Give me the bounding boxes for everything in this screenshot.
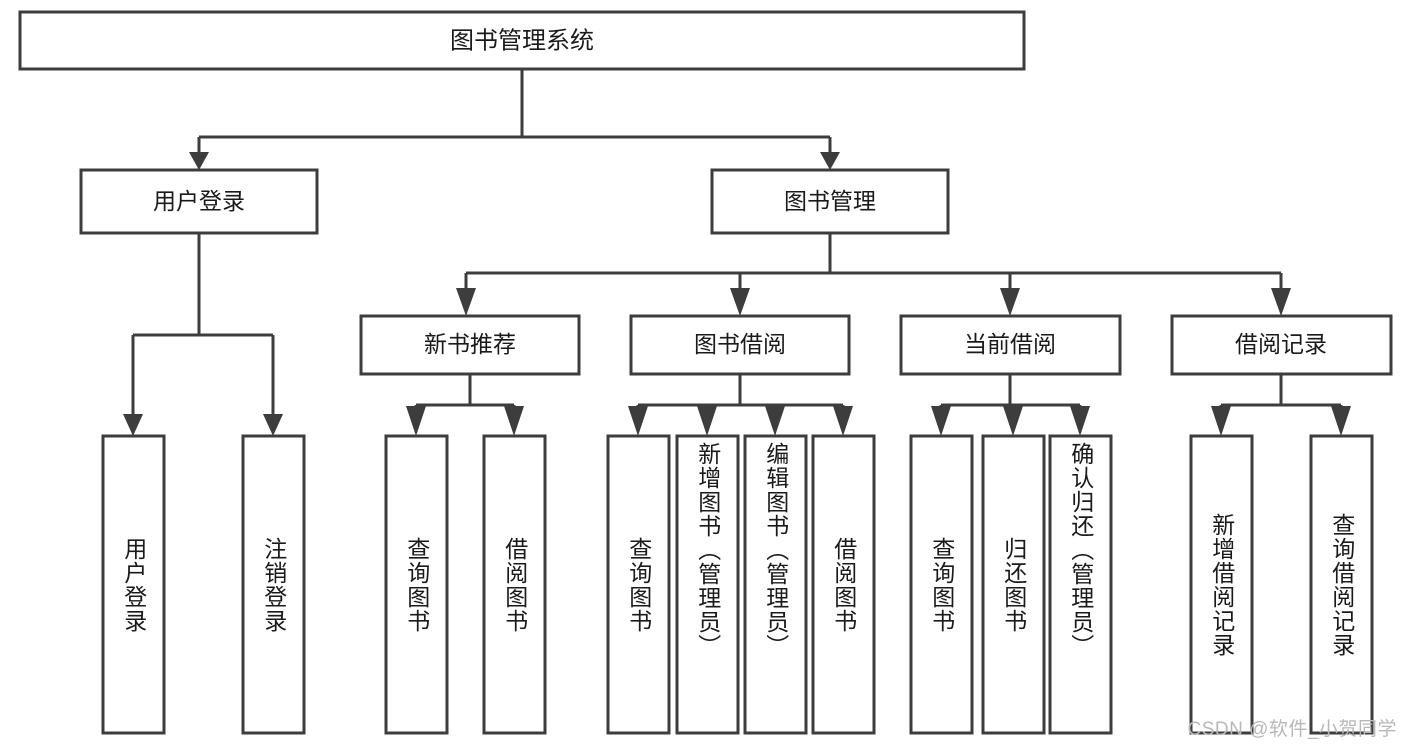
node-borrow-record[interactable]: 借阅记录 [1170, 314, 1393, 376]
leaf-box-confirm-return-admin[interactable] [1048, 434, 1113, 735]
arrow-borrow-to-leaf1 [628, 406, 648, 436]
arrow-bookmgmt-to-current [1000, 288, 1020, 316]
arrow-userlogin-to-leaf2 [263, 414, 283, 436]
node-book-management-box[interactable] [710, 168, 950, 235]
arrow-bookmgmt-to-record [1271, 288, 1291, 316]
node-borrow-record-box[interactable] [1170, 314, 1393, 376]
leaf-box-add-book-admin[interactable] [675, 434, 740, 735]
arrow-bookmgmt-to-newbook [456, 288, 476, 316]
leaf-box-borrow-book-newbook[interactable] [482, 434, 547, 735]
node-book-borrow-box[interactable] [629, 314, 851, 376]
node-book-borrow[interactable]: 图书借阅 [629, 314, 851, 376]
arrow-root-to-user-login [189, 152, 209, 170]
leaf-box-add-borrow-record[interactable] [1189, 434, 1254, 735]
leaf-box-edit-book-admin[interactable] [743, 434, 808, 735]
arrow-borrow-to-leaf3 [765, 406, 785, 436]
node-new-book-recommend-box[interactable] [359, 314, 581, 376]
node-new-book-recommend[interactable]: 新书推荐 [359, 314, 581, 376]
leaf-box-return-book[interactable] [981, 434, 1046, 735]
node-book-management[interactable]: 图书管理 [710, 168, 950, 235]
leaf-box-logout[interactable] [241, 434, 306, 735]
node-user-login-box[interactable] [79, 168, 319, 235]
node-user-login[interactable]: 用户登录 [79, 168, 319, 235]
leaf-box-query-book-newbook[interactable] [384, 434, 449, 735]
node-book-management-label: 图书管理 [784, 188, 876, 214]
arrow-current-to-leaf2 [1003, 406, 1023, 436]
arrow-borrow-to-leaf4 [833, 406, 853, 436]
arrow-root-to-book-mgmt [820, 152, 840, 170]
arrow-record-to-leaf2 [1331, 406, 1351, 436]
node-borrow-record-label: 借阅记录 [1235, 331, 1327, 357]
node-current-borrow-box[interactable] [899, 314, 1122, 376]
node-root-box[interactable] [18, 10, 1026, 71]
node-root-label: 图书管理系统 [450, 27, 594, 54]
arrow-newbook-to-leaf2 [504, 406, 524, 436]
leaf-box-query-book-borrow[interactable] [606, 434, 671, 735]
arrow-userlogin-to-leaf1 [123, 414, 143, 436]
leaf-box-borrow-book[interactable] [811, 434, 876, 735]
arrow-newbook-to-leaf1 [406, 406, 426, 436]
node-book-borrow-label: 图书借阅 [694, 331, 786, 357]
leaf-boxes-group [101, 434, 1374, 735]
csdn-watermark: CSDN @软件_小贺同学 [1187, 719, 1397, 740]
node-user-login-label: 用户登录 [153, 188, 245, 214]
connectors-group [123, 69, 1351, 436]
node-new-book-recommend-label: 新书推荐 [424, 331, 516, 357]
leaf-box-query-book-current[interactable] [909, 434, 974, 735]
arrow-record-to-leaf1 [1211, 406, 1231, 436]
leaf-box-user-login[interactable] [101, 434, 166, 735]
arrow-current-to-leaf1 [931, 406, 951, 436]
arrow-current-to-leaf3 [1070, 406, 1090, 436]
node-current-borrow-label: 当前借阅 [964, 331, 1056, 357]
leaf-box-query-borrow-record[interactable] [1309, 434, 1374, 735]
node-root[interactable]: 图书管理系统 [18, 10, 1026, 71]
arrow-borrow-to-leaf2 [697, 406, 717, 436]
arrow-bookmgmt-to-borrow [730, 288, 750, 316]
node-current-borrow[interactable]: 当前借阅 [899, 314, 1122, 376]
